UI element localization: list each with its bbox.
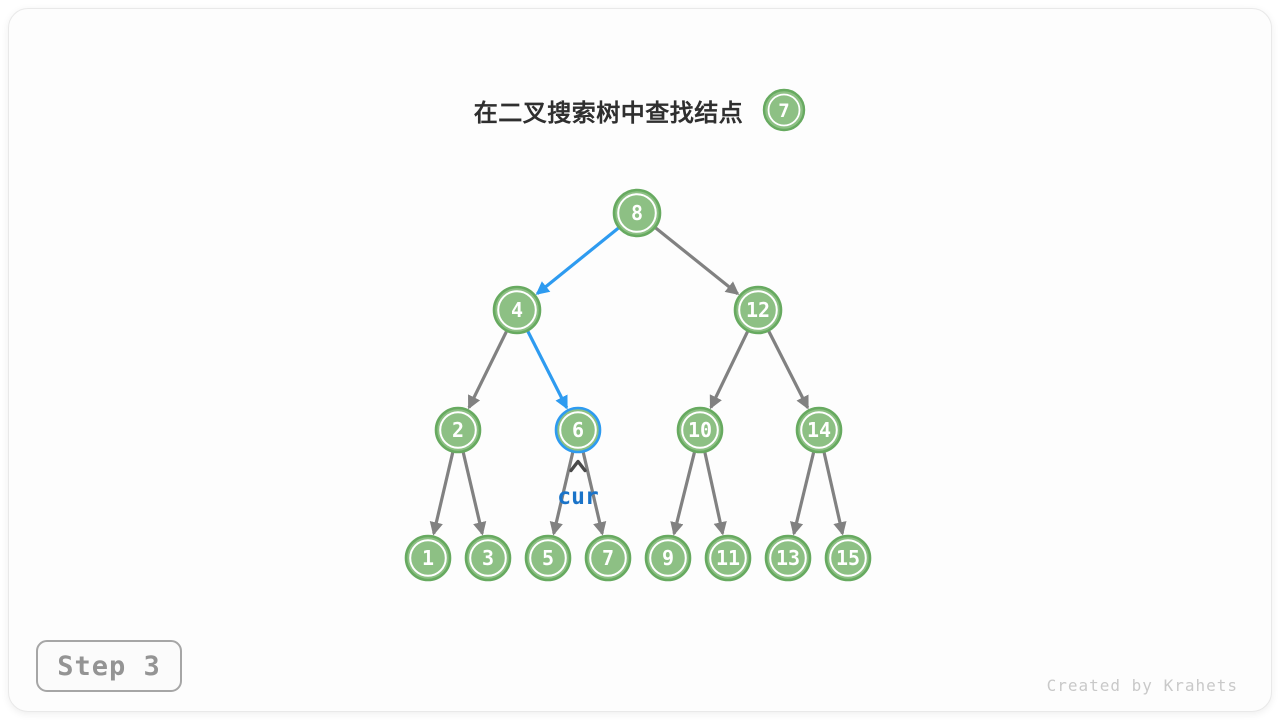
tree-node-2: 2 <box>434 406 482 454</box>
tree-node-value: 2 <box>452 418 464 442</box>
tree-node-value: 5 <box>542 546 554 570</box>
cur-pointer-caret-icon <box>569 459 587 473</box>
tree-edge-12-14 <box>767 330 810 410</box>
tree-node-14: 14 <box>795 406 843 454</box>
canvas-card <box>8 8 1272 712</box>
tree-edge-14-13 <box>790 451 816 536</box>
tree-node-12: 12 <box>733 285 783 335</box>
tree-node-value: 1 <box>422 546 434 570</box>
tree-node-9: 9 <box>644 534 692 582</box>
tree-node-11: 11 <box>704 534 752 582</box>
tree-node-15: 15 <box>824 534 872 582</box>
tree-node-8: 8 <box>612 188 662 238</box>
tree-edge-4-6 <box>526 330 569 410</box>
tree-edge-12-10 <box>709 330 749 410</box>
tree-node-value: 11 <box>716 546 740 570</box>
tree-edge-6-5 <box>549 452 575 536</box>
tree-node-value: 13 <box>776 546 800 570</box>
tree-node-value: 15 <box>836 546 860 570</box>
tree-node-13: 13 <box>764 534 812 582</box>
tree-edge-10-9 <box>670 451 696 536</box>
tree-edge-6-7 <box>581 452 607 536</box>
cur-pointer-label: cur <box>557 484 599 510</box>
tree-node-10: 10 <box>676 406 724 454</box>
tree-edge-8-4 <box>535 226 620 295</box>
step-indicator: Step 3 <box>36 640 182 692</box>
tree-edge-2-3 <box>461 452 487 536</box>
tree-edge-14-15 <box>822 452 847 536</box>
tree-node-1: 1 <box>404 534 452 582</box>
tree-node-value: 14 <box>807 418 831 442</box>
tree-node-value: 10 <box>688 418 712 442</box>
tree-node-value: 7 <box>602 546 614 570</box>
tree-edge-8-12 <box>654 226 740 295</box>
tree-node-value: 9 <box>662 546 674 570</box>
tree-node-value: 6 <box>572 418 584 442</box>
tree-node-5: 5 <box>524 534 572 582</box>
tree-node-value: 4 <box>511 298 523 322</box>
tree-edge-10-11 <box>703 452 727 536</box>
tree-node-3: 3 <box>464 534 512 582</box>
watermark: Created by Krahets <box>1046 676 1238 695</box>
tree-node-value: 8 <box>631 201 643 225</box>
tree-node-value: 3 <box>482 546 494 570</box>
tree-edge-2-1 <box>429 452 455 536</box>
tree-node-7: 7 <box>584 534 632 582</box>
tree-node-6: 6 <box>554 406 602 454</box>
tree-edge-4-2 <box>467 330 508 410</box>
tree-node-value: 12 <box>746 298 770 322</box>
tree-node-4: 4 <box>492 285 542 335</box>
